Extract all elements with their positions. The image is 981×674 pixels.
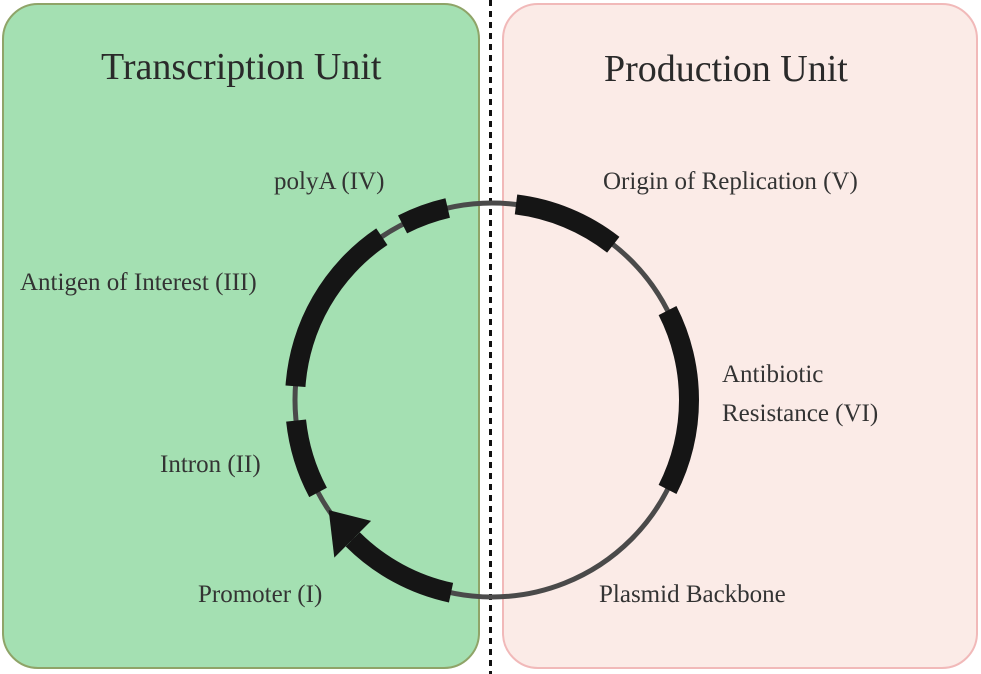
feature-intron <box>286 419 327 498</box>
label-antibiotic-line1: Antibiotic <box>722 361 824 388</box>
label-plasmid-backbone: Plasmid Backbone <box>599 581 786 608</box>
label-promoter: Promoter (I) <box>198 581 323 608</box>
label-polya: polyA (IV) <box>274 168 385 195</box>
production-unit-panel <box>502 3 978 669</box>
feature-antibiotic <box>658 306 700 494</box>
promoter-arrow-head-icon <box>328 510 372 558</box>
label-antibiotic-line2: Resistance (VI) <box>722 399 879 427</box>
feature-promoter <box>345 532 454 603</box>
label-antibiotic-resistance: Antibiotic Resistance (VI) <box>722 356 878 434</box>
feature-polyA <box>398 198 450 234</box>
feature-antigen <box>285 228 388 387</box>
transcription-unit-panel <box>2 3 480 669</box>
label-origin-of-replication: Origin of Replication (V) <box>603 168 858 195</box>
label-antigen-of-interest: Antigen of Interest (III) <box>20 269 257 296</box>
unit-divider-dashed-line <box>489 0 493 674</box>
production-unit-title: Production Unit <box>604 48 848 90</box>
plasmid-features <box>285 194 700 603</box>
label-intron: Intron (II) <box>160 451 261 478</box>
feature-origin <box>514 194 620 253</box>
transcription-unit-title: Transcription Unit <box>101 46 382 88</box>
